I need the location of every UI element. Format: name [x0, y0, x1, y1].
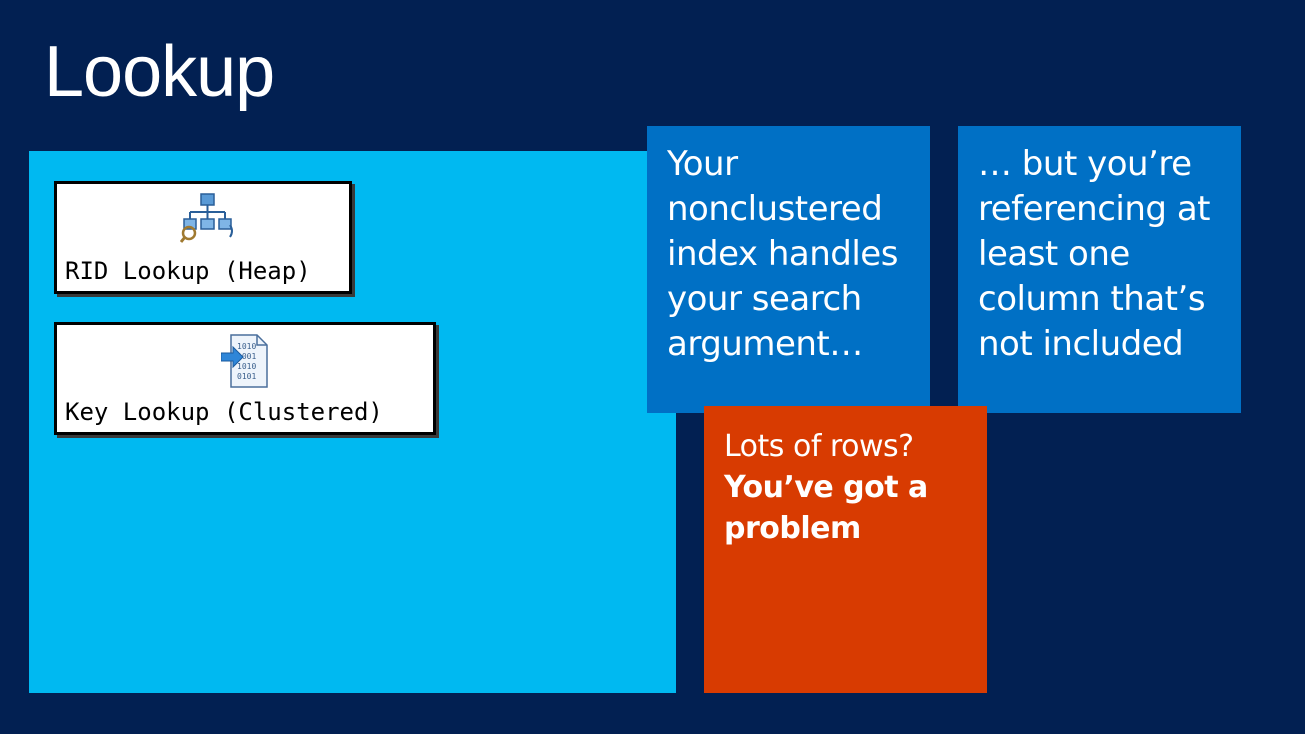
svg-text:1001: 1001: [237, 352, 256, 361]
problem-statement: You’ve got a problem: [724, 470, 928, 546]
search-argument-text: Your nonclustered index handles your sea…: [667, 144, 898, 364]
key-lookup-icon: 1010 1001 1010 0101: [220, 333, 271, 389]
not-included-tile: … but you’re referencing at least one co…: [958, 126, 1241, 413]
rows-question: Lots of rows?: [724, 429, 914, 464]
rid-lookup-label: RID Lookup (Heap): [65, 257, 311, 285]
slide-title: Lookup: [44, 32, 275, 112]
svg-text:1010: 1010: [237, 362, 256, 371]
problem-text: Lots of rows? You’ve got a problem: [724, 426, 971, 549]
svg-text:1010: 1010: [237, 342, 256, 351]
key-lookup-operator: 1010 1001 1010 0101 Key Lookup (Clustere…: [54, 322, 436, 435]
search-argument-tile: Your nonclustered index handles your sea…: [647, 126, 930, 413]
problem-tile: Lots of rows? You’ve got a problem: [704, 406, 987, 693]
key-lookup-label: Key Lookup (Clustered): [65, 398, 383, 426]
rid-lookup-operator: RID Lookup (Heap): [54, 181, 352, 294]
svg-text:0101: 0101: [237, 372, 256, 381]
not-included-text: … but you’re referencing at least one co…: [978, 144, 1210, 364]
rid-lookup-icon: [179, 192, 236, 244]
